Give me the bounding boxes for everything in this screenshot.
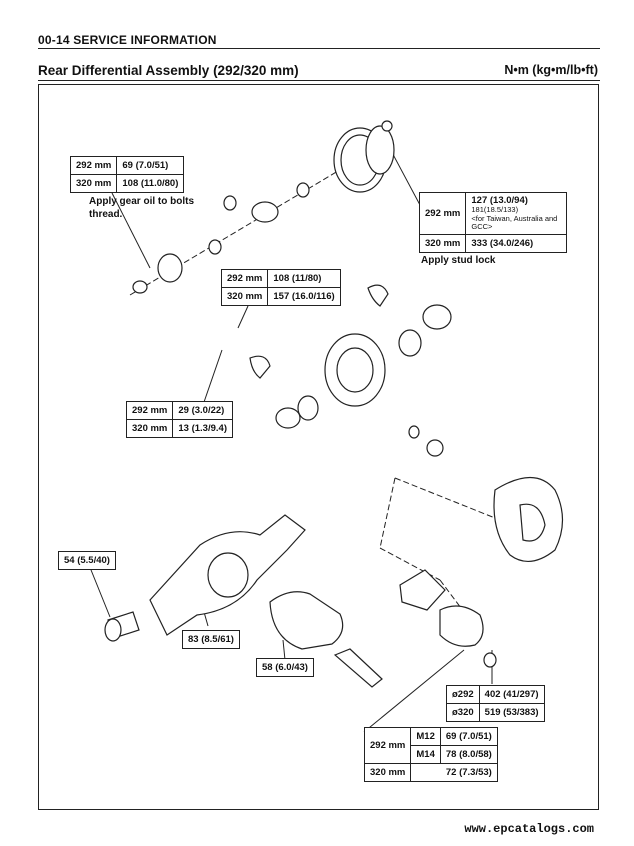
torque-value: 519 (53/383) — [478, 703, 545, 722]
torque-value: 54 (5.5/40) — [58, 551, 116, 570]
note-stud-lock: Apply stud lock — [421, 255, 496, 266]
torque-value: 29 (3.0/22) — [172, 401, 233, 420]
title-rule — [38, 80, 600, 81]
torque-value: 108 (11.0/80) — [116, 174, 185, 193]
region-note: <for Taiwan, Australia and GCC> — [471, 213, 558, 231]
torque-value: 108 (11/80) — [267, 269, 341, 288]
page-title: Rear Differential Assembly (292/320 mm) — [38, 63, 299, 78]
torque-alt-value: 181(18.5/133) — [471, 205, 519, 214]
leader-c — [237, 305, 249, 329]
size-292: 292 mm — [69, 156, 118, 175]
torque-value: 58 (6.0/43) — [256, 658, 314, 677]
units-label: N•m (kg•m/lb•ft) — [504, 63, 598, 77]
torque-value: 13 (1.3/9.4) — [172, 419, 233, 438]
torque-callout-58: 58 (6.0/43) — [256, 658, 314, 677]
torque-value: 78 (8.0/58) — [439, 745, 498, 764]
pinion-shaft — [333, 648, 383, 688]
torque-value: 157 (16.0/116) — [267, 287, 341, 306]
torque-value: 69 (7.0/51) — [439, 727, 498, 746]
gasket — [399, 569, 446, 611]
torque-callout-54: 54 (5.5/40) — [58, 551, 116, 570]
size-320: 320 mm — [363, 763, 412, 782]
footer-url[interactable]: www.epcatalogs.com — [464, 822, 594, 836]
diff-case-half — [157, 253, 183, 283]
torque-value: 83 (8.5/61) — [182, 630, 240, 649]
diagram-frame — [38, 84, 599, 810]
torque-table-b: 292 mm 127 (13.0/94) 181(18.5/133) <for … — [418, 192, 568, 253]
torque-callout-83: 83 (8.5/61) — [182, 630, 240, 649]
size-292: 292 mm — [125, 401, 174, 420]
size-292: 292 mm — [363, 727, 412, 764]
bolt-size-m14: M14 — [410, 745, 441, 764]
size-320: 320 mm — [125, 419, 174, 438]
section-header: 00-14 SERVICE INFORMATION — [38, 33, 217, 47]
bolt-size-m12: M12 — [410, 727, 441, 746]
torque-value: 72 (7.3/53) — [410, 763, 498, 782]
torque-value: 127 (13.0/94) — [471, 195, 528, 206]
header-rule — [38, 48, 600, 49]
note-gear-oil: Apply gear oil to bolts thread. — [89, 196, 195, 220]
leader-f — [363, 649, 465, 733]
leader-d — [202, 349, 223, 406]
size-292: ø292 — [446, 685, 480, 704]
torque-value: 333 (34.0/246) — [465, 233, 568, 253]
side-gear — [251, 201, 279, 223]
carrier-assembly — [269, 591, 344, 650]
size-292: 292 mm — [418, 192, 467, 235]
leader-a — [111, 192, 151, 269]
torque-value: 402 (41/297) — [478, 685, 545, 704]
size-320: 320 mm — [418, 233, 467, 253]
bearing-cap — [367, 284, 389, 307]
size-320: 320 mm — [220, 287, 269, 306]
drive-pinion — [439, 605, 484, 647]
torque-table-f: 292 mm M12 69 (7.0/51) M14 78 (8.0/58) 3… — [363, 727, 498, 782]
torque-value: 69 (7.0/51) — [116, 156, 185, 175]
size-292: 292 mm — [220, 269, 269, 288]
size-320: ø320 — [446, 703, 480, 722]
leader-58 — [282, 639, 286, 661]
size-320: 320 mm — [69, 174, 118, 193]
